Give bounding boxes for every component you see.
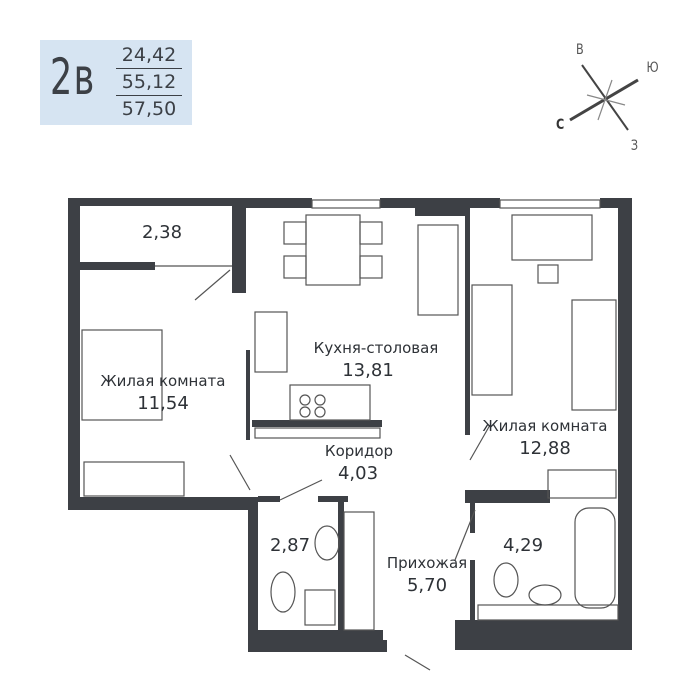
- chair-icon: [537, 264, 559, 284]
- washbasin-icon: [528, 584, 562, 606]
- area-summary: 24,42 55,12 57,50: [116, 42, 182, 122]
- stove-icon: [289, 384, 371, 421]
- sink-icon: [254, 311, 288, 373]
- compass-north-label: С: [556, 117, 565, 133]
- room-kitchen-area: 13,81: [342, 360, 394, 381]
- bed-icon: [471, 284, 513, 396]
- total-area: 55,12: [116, 69, 182, 96]
- chair-icon: [283, 221, 307, 245]
- room-living-1-name: Жилая комната: [100, 372, 226, 390]
- washing-machine-icon: [304, 589, 336, 626]
- bed-icon: [571, 299, 617, 411]
- living-area: 24,42: [116, 42, 182, 69]
- room-balcony-area: 2,38: [141, 222, 183, 243]
- chair-icon: [359, 255, 383, 279]
- room-corridor-name: Коридор: [324, 442, 394, 460]
- apartment-type: 2в: [50, 48, 96, 106]
- compass-east-label: В: [575, 42, 584, 58]
- bed-icon: [81, 329, 163, 421]
- room-bathroom-area: 4,29: [502, 535, 544, 556]
- sofa-icon: [417, 224, 459, 316]
- room-toilet-area: 2,87: [269, 535, 311, 556]
- toilet-icon: [493, 562, 519, 598]
- table-icon: [305, 214, 361, 286]
- apartment-badge: 2в 24,42 55,12 57,50: [40, 40, 192, 125]
- room-corridor-area: 4,03: [337, 463, 379, 484]
- compass-south-label: Ю: [646, 60, 659, 76]
- room-living-1-area: 11,54: [137, 393, 189, 414]
- compass-icon: [569, 64, 639, 131]
- wardrobe-icon: [547, 469, 617, 499]
- toilet-icon: [270, 571, 296, 613]
- room-living-2-name: Жилая комната: [482, 417, 608, 435]
- chair-icon: [359, 221, 383, 245]
- bathtub-icon: [574, 507, 616, 609]
- wardrobe-icon: [343, 511, 375, 631]
- compass-west-label: З: [630, 138, 639, 154]
- fixtures: [81, 199, 619, 671]
- room-hallway-name: Прихожая: [386, 554, 468, 572]
- desk-icon: [511, 214, 593, 261]
- wardrobe-icon: [83, 461, 185, 497]
- room-kitchen-name: Кухня-столовая: [313, 339, 439, 357]
- total-area-with-balcony: 57,50: [121, 98, 177, 120]
- room-living-2-area: 12,88: [519, 438, 571, 459]
- washbasin-icon: [314, 525, 340, 561]
- room-hallway-area: 5,70: [406, 575, 448, 596]
- walls: [68, 198, 632, 652]
- chair-icon: [283, 255, 307, 279]
